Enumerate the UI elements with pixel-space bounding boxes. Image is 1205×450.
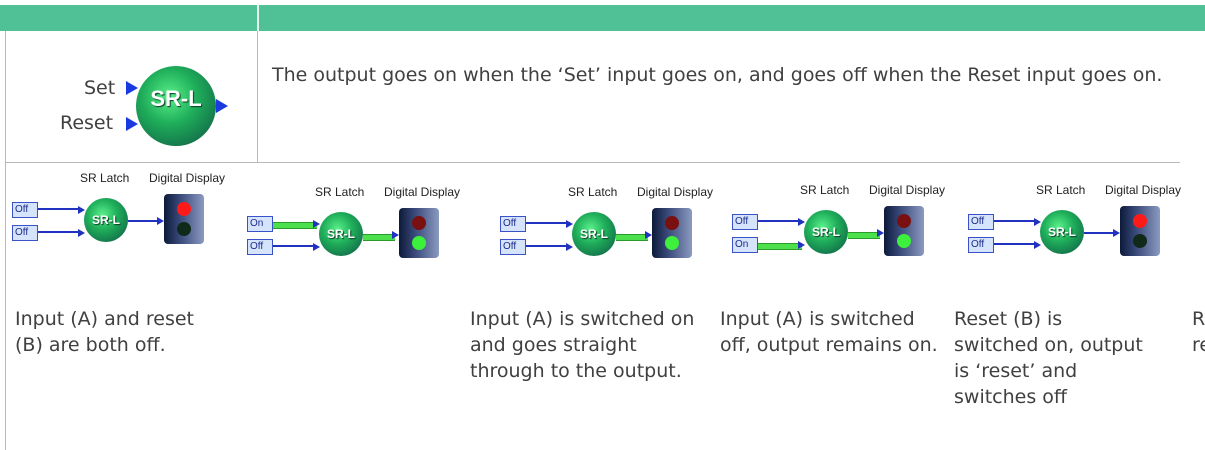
panel-5-input-a: Off xyxy=(968,214,994,230)
panel-5-wire-out xyxy=(1084,232,1116,234)
panel-4-arrow-b-icon xyxy=(798,241,805,249)
panel-5-arrow-out-icon xyxy=(1113,229,1120,237)
panel-2-arrow-out-icon xyxy=(392,231,399,239)
panel-3-latch-label: SR-L xyxy=(580,227,608,241)
panel-3-wire-a xyxy=(526,222,570,224)
panel-3-arrow-b-icon xyxy=(566,243,573,251)
caption-5: Reset (B) is switched on, output is ‘res… xyxy=(954,308,1143,408)
panel-2-digital-display xyxy=(399,208,439,258)
panel-3-arrow-out-icon xyxy=(645,231,652,239)
panel-1-latch-block xyxy=(84,198,128,242)
panel-1-input-b: Off xyxy=(12,225,38,241)
panel-4-latch-block xyxy=(804,210,848,254)
set-input-arrow-icon xyxy=(126,81,138,95)
panel-2-arrow-a-icon xyxy=(313,220,320,228)
panel-3-input-a: Off xyxy=(500,216,526,232)
caption-6-bottom: re xyxy=(1192,334,1205,356)
panel-4-green-lamp xyxy=(897,234,911,248)
panel-1-wire-b xyxy=(38,231,82,233)
panel-5-red-lamp xyxy=(1133,214,1147,228)
panel-1-wire-a xyxy=(38,208,82,210)
panel-4-latch-title: SR Latch xyxy=(800,183,850,197)
panel-5-input-b: Off xyxy=(968,237,994,253)
panel-5-latch-title: SR Latch xyxy=(1036,183,1086,197)
panel-5-digital-display xyxy=(1120,206,1160,256)
panel-1-arrow-out-icon xyxy=(157,217,164,225)
panel-3-input-b: Off xyxy=(500,239,526,255)
panel-1-digital-display xyxy=(164,194,204,244)
row-divider xyxy=(5,162,1180,163)
panel-4-wire-b xyxy=(758,243,802,250)
panel-5-wire-a xyxy=(994,220,1038,222)
table-left-border xyxy=(5,31,6,450)
output-arrow-icon xyxy=(216,99,228,113)
panel-4-digital-display xyxy=(884,206,924,256)
panel-1-red-lamp xyxy=(177,202,191,216)
panel-1-arrow-a-icon xyxy=(78,206,85,214)
panel-2-wire-out xyxy=(363,234,395,241)
panel-2-green-lamp xyxy=(412,236,426,250)
panel-4-input-b: On xyxy=(732,237,758,253)
caption-6-top: R xyxy=(1192,308,1205,330)
sr-latch-block-label: SR-L xyxy=(150,86,202,111)
reset-input-arrow-icon xyxy=(126,117,138,131)
panel-4-display-title: Digital Display xyxy=(869,183,946,197)
panel-5-latch-block xyxy=(1040,210,1084,254)
panel-3-red-lamp xyxy=(665,216,679,230)
panel-3-wire-b xyxy=(526,245,570,247)
panel-3-display-title: Digital Display xyxy=(637,185,714,199)
panel-4-wire-a xyxy=(758,220,802,222)
panel-1-wire-out xyxy=(128,220,160,222)
panel-5-display-title: Digital Display xyxy=(1105,183,1182,197)
panel-5-wire-b xyxy=(994,243,1038,245)
set-label: Set xyxy=(84,77,116,99)
panel-3-digital-display xyxy=(652,208,692,258)
panel-3-wire-out xyxy=(616,234,648,241)
panel-2-latch-block xyxy=(319,212,363,256)
latch-description: The output goes on when the ‘Set’ input … xyxy=(272,64,1163,86)
panel-2-latch-label: SR-L xyxy=(327,227,355,241)
panel-1-latch-title: SR Latch xyxy=(80,171,130,185)
sr-latch-block xyxy=(136,66,216,146)
panel-4-arrow-out-icon xyxy=(877,229,884,237)
panel-2-input-a: On xyxy=(247,216,273,232)
caption-3: Input (A) is switched on and goes straig… xyxy=(470,308,695,382)
panel-5-arrow-a-icon xyxy=(1034,218,1041,226)
panel-2-wire-b xyxy=(273,245,317,247)
caption-1: Input (A) and reset (B) are both off. xyxy=(15,308,195,356)
panel-4-input-a: Off xyxy=(732,214,758,230)
panel-5-arrow-b-icon xyxy=(1034,241,1041,249)
panel-4-wire-out xyxy=(848,232,880,239)
panel-2-display-title: Digital Display xyxy=(384,185,461,199)
header-divider xyxy=(257,5,259,31)
panel-3-latch-title: SR Latch xyxy=(568,185,618,199)
panel-5-latch-label: SR-L xyxy=(1048,225,1076,239)
panel-1-display-title: Digital Display xyxy=(149,171,226,185)
panel-3-latch-block xyxy=(572,212,616,256)
panel-3-arrow-a-icon xyxy=(566,220,573,228)
caption-4: Input (A) is switched off, output remain… xyxy=(720,308,938,356)
panel-1-green-lamp xyxy=(177,222,191,236)
panel-2-red-lamp xyxy=(412,216,426,230)
panel-2-input-b: Off xyxy=(247,239,273,255)
panel-2-latch-title: SR Latch xyxy=(315,185,365,199)
panel-2-wire-a xyxy=(273,222,317,229)
panel-2-arrow-b-icon xyxy=(313,243,320,251)
column-divider xyxy=(257,31,258,162)
panel-3-green-lamp xyxy=(665,236,679,250)
panel-1-latch-label: SR-L xyxy=(92,213,120,227)
panel-1-input-a: Off xyxy=(12,202,38,218)
panel-5-green-lamp xyxy=(1133,234,1147,248)
reset-label: Reset xyxy=(60,112,114,134)
panel-4-red-lamp xyxy=(897,214,911,228)
panel-4-latch-label: SR-L xyxy=(812,225,840,239)
panel-4-arrow-a-icon xyxy=(798,218,805,226)
panel-1-arrow-b-icon xyxy=(78,229,85,237)
table-header xyxy=(0,5,1205,31)
